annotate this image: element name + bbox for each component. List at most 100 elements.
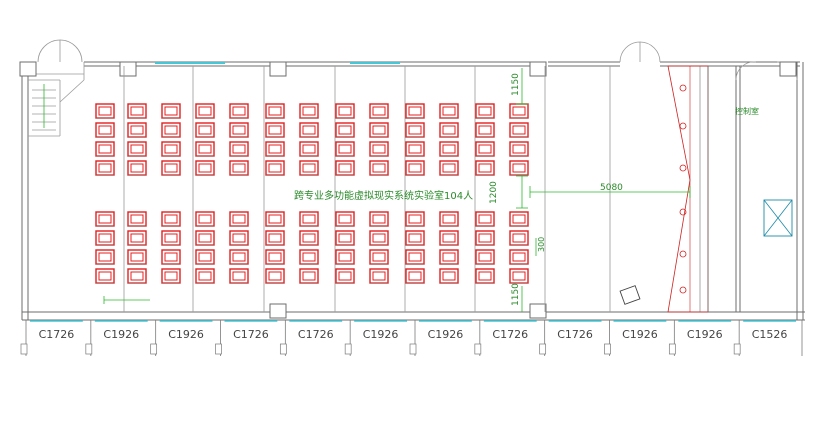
- dim-top: 1150: [511, 73, 521, 96]
- pillar: [529, 61, 547, 77]
- seat: [299, 230, 319, 246]
- window-segment: C1726: [474, 320, 537, 356]
- seat: [161, 122, 181, 138]
- seat: [161, 141, 181, 157]
- seat: [475, 141, 495, 157]
- seat: [161, 268, 181, 284]
- seat: [369, 249, 389, 265]
- seat: [127, 230, 147, 246]
- seat: [127, 141, 147, 157]
- window-label: C1726: [233, 328, 269, 341]
- seat: [335, 268, 355, 284]
- window-segment: C1526: [733, 320, 796, 356]
- window-segment: C1926: [604, 320, 667, 356]
- seat: [95, 249, 115, 265]
- seat: [509, 141, 529, 157]
- seat: [229, 249, 249, 265]
- seat: [95, 211, 115, 227]
- seat: [509, 122, 529, 138]
- seat: [265, 211, 285, 227]
- projector-icon: [619, 285, 641, 305]
- window-segment: C1726: [539, 320, 602, 356]
- seat: [195, 160, 215, 176]
- seat: [229, 122, 249, 138]
- seat: [475, 160, 495, 176]
- pillar: [269, 303, 287, 319]
- seat: [509, 230, 529, 246]
- seat: [265, 268, 285, 284]
- seat: [265, 230, 285, 246]
- seat: [95, 230, 115, 246]
- window-label: C1926: [168, 328, 204, 341]
- seat: [161, 249, 181, 265]
- seat: [335, 103, 355, 119]
- dim-stage: 5080: [600, 183, 623, 193]
- dim-small: 300: [537, 237, 546, 252]
- doors: [37, 39, 798, 81]
- elevator-box: [763, 199, 793, 237]
- seat: [229, 230, 249, 246]
- seat: [299, 122, 319, 138]
- seat: [265, 160, 285, 176]
- seat: [439, 211, 459, 227]
- seat: [335, 160, 355, 176]
- pillar: [779, 61, 797, 77]
- seat: [95, 160, 115, 176]
- seat: [127, 211, 147, 227]
- stage-marker: [679, 122, 687, 130]
- seat: [439, 249, 459, 265]
- seat: [229, 103, 249, 119]
- dimensions: 1150 1200 1150 5080 300: [103, 68, 691, 312]
- seat: [439, 230, 459, 246]
- window-segment: C1726: [20, 320, 83, 356]
- seat: [127, 249, 147, 265]
- seat: [439, 141, 459, 157]
- seat: [161, 230, 181, 246]
- seat: [335, 230, 355, 246]
- seat: [95, 103, 115, 119]
- side-room-label: 控制室: [735, 106, 759, 116]
- window-segment: C1926: [344, 320, 407, 356]
- window-segment: C1926: [409, 320, 472, 356]
- window-segment: C1726: [215, 320, 278, 356]
- seat: [369, 211, 389, 227]
- seat: [127, 160, 147, 176]
- window-label: C1526: [752, 328, 788, 341]
- seat: [195, 268, 215, 284]
- seat: [509, 160, 529, 176]
- seat: [127, 122, 147, 138]
- seat: [161, 160, 181, 176]
- seat: [405, 230, 425, 246]
- seat: [439, 268, 459, 284]
- seat: [95, 141, 115, 157]
- seat: [127, 103, 147, 119]
- seat: [265, 122, 285, 138]
- stage-marker: [679, 286, 687, 294]
- seat: [229, 268, 249, 284]
- dim-middle: 1200: [489, 181, 499, 204]
- seat: [439, 103, 459, 119]
- seat: [195, 141, 215, 157]
- seat: [405, 249, 425, 265]
- seat: [405, 103, 425, 119]
- stage-marker: [679, 84, 687, 92]
- seat: [475, 268, 495, 284]
- seat: [95, 122, 115, 138]
- seat: [195, 211, 215, 227]
- seating-area: [95, 103, 529, 284]
- seat: [335, 211, 355, 227]
- stage: [667, 65, 709, 313]
- seat: [509, 249, 529, 265]
- seat: [299, 103, 319, 119]
- window-segment: C1926: [668, 320, 732, 356]
- seat: [475, 230, 495, 246]
- window-label: C1926: [622, 328, 658, 341]
- window-label: C1926: [687, 328, 723, 341]
- window-label: C1926: [428, 328, 464, 341]
- room-label: 跨专业多功能虚拟现实系统实验室104人: [294, 189, 473, 202]
- window-segment: C1926: [150, 320, 213, 356]
- stairs: [32, 79, 85, 136]
- seat: [405, 268, 425, 284]
- seat: [299, 249, 319, 265]
